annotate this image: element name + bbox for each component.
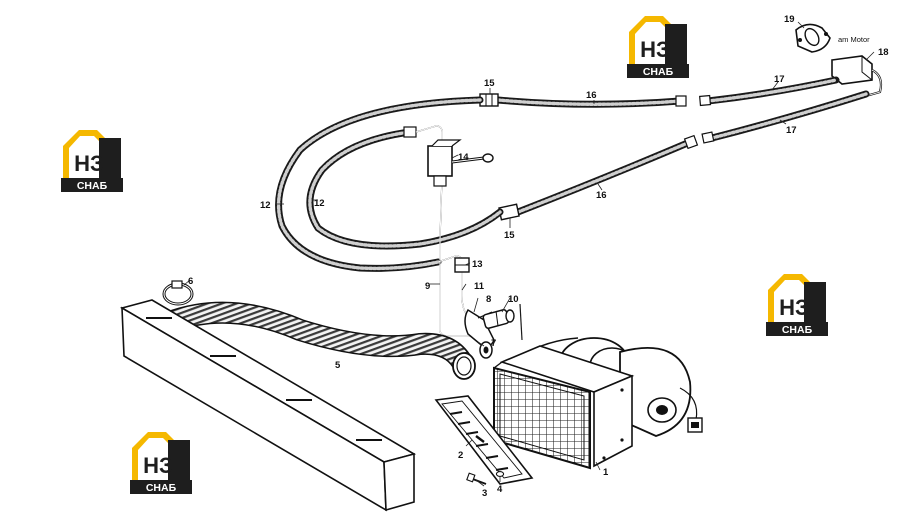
frame-2 xyxy=(434,395,534,485)
callout-4: 4 xyxy=(497,484,503,495)
callout-15-upper: 15 xyxy=(484,78,495,89)
callout-17-lower: 17 xyxy=(786,125,797,136)
clamp-13 xyxy=(454,257,470,273)
watermark-logo xyxy=(130,432,192,494)
callout-13: 13 xyxy=(472,259,483,270)
callout-17-upper: 17 xyxy=(774,74,785,85)
callout-6: 6 xyxy=(188,276,193,287)
hose-17-lower xyxy=(701,90,870,144)
duct-5 xyxy=(166,301,476,380)
callout-11: 11 xyxy=(474,281,485,292)
callout-19: 19 xyxy=(784,14,795,25)
callout-8: 8 xyxy=(486,294,491,305)
watermark-logo xyxy=(627,16,689,78)
watermark-logo xyxy=(61,130,123,192)
leader-lines xyxy=(183,21,875,487)
washer-4 xyxy=(495,471,505,477)
valve-14 xyxy=(427,139,494,187)
callout-16-upper: 16 xyxy=(586,90,597,101)
part-19-bracket xyxy=(795,23,831,53)
hose-17-upper xyxy=(699,76,840,107)
screw-3 xyxy=(466,472,487,485)
hose-12-outer xyxy=(275,96,484,272)
callout-16-lower: 16 xyxy=(596,190,607,201)
fitting-10 xyxy=(482,309,515,329)
callout-12-inner: 12 xyxy=(314,198,325,209)
callout-5: 5 xyxy=(335,360,341,371)
callout-2: 2 xyxy=(458,450,463,461)
heater-unit-1 xyxy=(493,337,703,470)
callout-9: 9 xyxy=(425,281,430,292)
callout-14: 14 xyxy=(458,152,469,163)
callout-3: 3 xyxy=(482,488,487,499)
callout-10: 10 xyxy=(508,294,519,305)
callout-1: 1 xyxy=(603,467,609,478)
hose-16-lower xyxy=(514,134,699,216)
callout-12-outer: 12 xyxy=(260,200,271,211)
watermark-logo xyxy=(766,274,828,336)
hose-12-inner xyxy=(306,126,504,250)
callout-7: 7 xyxy=(491,338,496,349)
hose-16-upper xyxy=(494,95,687,108)
fitting-7 xyxy=(479,341,493,359)
part-18-connector xyxy=(831,55,883,98)
callout-18: 18 xyxy=(878,47,889,58)
callout-15-lower: 15 xyxy=(504,230,515,241)
note-am-motor: am Motor xyxy=(838,35,870,44)
cover-box xyxy=(119,299,417,512)
clamp-6 xyxy=(162,280,194,306)
